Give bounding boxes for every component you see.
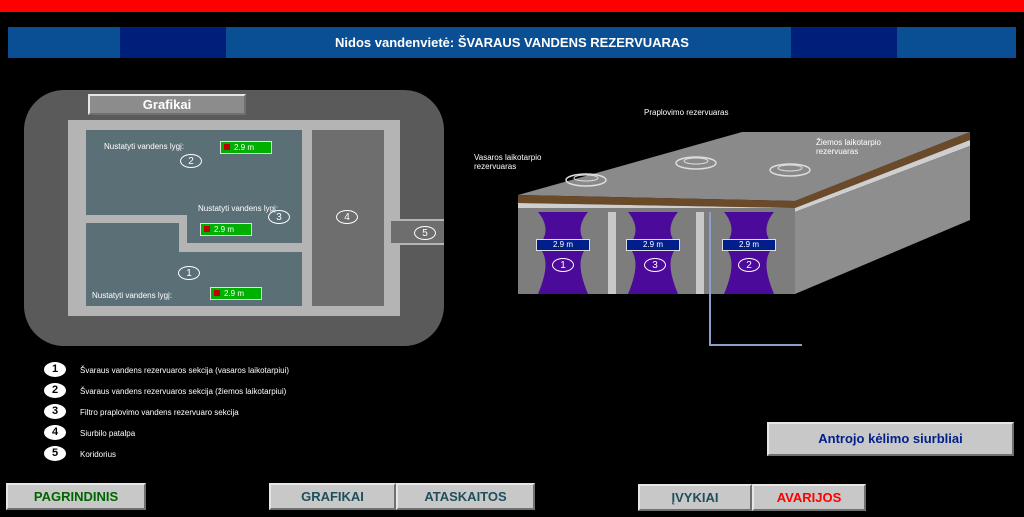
summer-reservoir-label-2: rezervuaras [474,162,517,171]
section-1-number: 1 [178,266,200,280]
lock-icon [204,226,210,232]
tank-1-water [538,212,588,294]
manhole-3-inner [777,164,803,172]
winter-reservoir-label-1: Žiemos laikotarpio [816,138,881,147]
corridor-number: 5 [414,226,436,240]
legend-text-5: Koridorius [80,450,117,459]
section-1-level-value: 2.9 m [224,289,245,298]
section-3-number: 3 [268,210,290,224]
charts-nav-button[interactable]: GRAFIKAI [269,483,396,510]
summer-reservoir-label-1: Vasaros laikotarpio [474,153,542,162]
legend-text-1: Švaraus vandens rezervuaros sekcija (vas… [80,366,289,375]
plan-drawing [24,90,444,346]
reports-nav-button[interactable]: ATASKAITOS [396,483,535,510]
manhole-1 [565,173,607,187]
outlet-pipe [709,212,802,346]
isometric-drawing [518,132,970,346]
manhole-2 [675,156,717,170]
manhole-1-inner [573,174,599,182]
section-3-level-value: 2.9 m [214,225,235,234]
section-2-number: 2 [180,154,202,168]
roof-edge-brown [518,195,795,208]
legend-number-3: 3 [44,404,66,419]
section-3-level[interactable]: 2.9 m [200,223,252,236]
tank-1-number: 1 [552,258,574,272]
roof-side-brown [795,132,970,208]
lock-icon [224,144,230,150]
manhole-3 [769,163,811,177]
legend-text-4: Siurbilo patalpa [80,429,136,438]
legend-number-2: 2 [44,383,66,398]
legend-number-1: 1 [44,362,66,377]
events-nav-button[interactable]: ĮVYKIAI [638,484,752,511]
manhole-2-inner [683,157,709,165]
header-bar: Nidos vandenvietė: ŠVARAUS VANDENS REZER… [8,27,1016,58]
legend-number-5: 5 [44,446,66,461]
reservoir-plan: Grafikai Nustatyti vandens lygį: 2 2.9 m… [24,90,444,346]
main-nav-button[interactable]: PAGRINDINIS [6,483,146,510]
header-block-right [791,27,897,58]
flush-reservoir-label: Praplovimo rezervuaras [644,108,729,117]
section-2-level[interactable]: 2.9 m [220,141,272,154]
roof-surface [518,132,970,201]
winter-reservoir-label-2: rezervuaras [816,147,859,156]
section-2-level-value: 2.9 m [234,143,255,152]
plan-charts-button[interactable]: Grafikai [88,94,246,115]
pump-room-number: 4 [336,210,358,224]
tank-3-number: 3 [644,258,666,272]
pillar-2 [696,212,704,294]
section-1-set-label: Nustatyti vandens lygį: [92,291,173,300]
legend-text-2: Švaraus vandens rezervuaros sekcija (žie… [80,387,287,396]
tank-2-level[interactable]: 2.9 m [722,239,776,251]
tank-3-level[interactable]: 2.9 m [626,239,680,251]
section-3-set-label: Nustatyti vandens lygį: [198,204,279,213]
second-lift-pumps-button[interactable]: Antrojo kėlimo siurbliai [767,422,1014,456]
section-1-area [86,223,302,306]
lock-icon [214,290,220,296]
alarm-strip [0,0,1024,12]
tank-1-level[interactable]: 2.9 m [536,239,590,251]
section-2-set-label: Nustatyti vandens lygį: [104,142,185,151]
legend-text-3: Filtro praplovimo vandens rezervuaro sek… [80,408,239,417]
tank-3-water [628,212,678,294]
legend: 1 Švaraus vandens rezervuaros sekcija (v… [44,362,344,462]
alarms-nav-button[interactable]: AVARIJOS [752,484,866,511]
reservoir-isometric: Praplovimo rezervuaras Vasaros laikotarp… [470,100,1010,360]
section-1-level[interactable]: 2.9 m [210,287,262,300]
tank-2-number: 2 [738,258,760,272]
roof-side-light [795,140,970,212]
page-title: Nidos vandenvietė: ŠVARAUS VANDENS REZER… [335,35,689,50]
side-wall [795,146,970,294]
legend-number-4: 4 [44,425,66,440]
tank-2-water [724,212,774,294]
pillar-1 [608,212,616,294]
header-block-left [120,27,226,58]
